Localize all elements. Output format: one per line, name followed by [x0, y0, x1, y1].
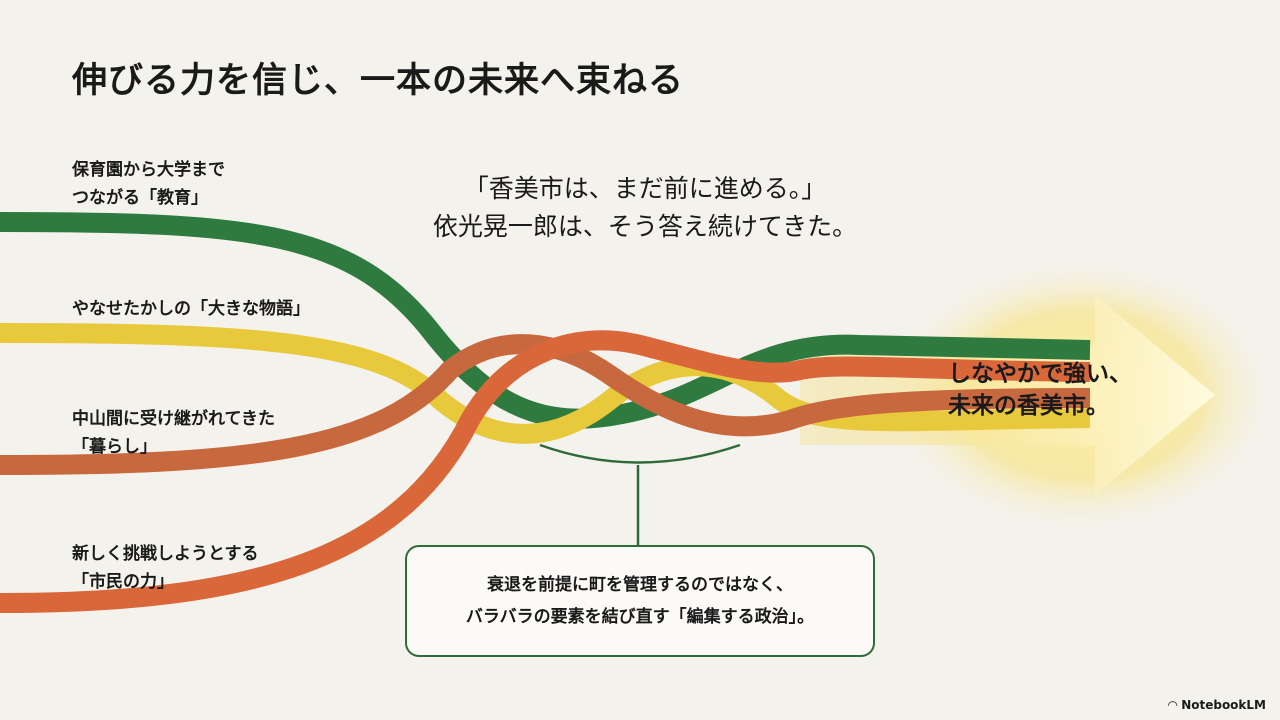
- strand-label-education: 保育園から大学まで つながる「教育」: [72, 156, 225, 212]
- goal-line: しなやかで強い、: [948, 361, 1132, 387]
- quote: 「香美市は、まだ前に進める。」 依光晃一郎は、そう答え続けてきた。: [395, 170, 895, 246]
- label-line: 新しく挑戦しようとする: [72, 544, 259, 564]
- notebooklm-logo-icon: ◠: [1167, 698, 1178, 712]
- label-line: 保育園から大学まで: [72, 160, 225, 180]
- callout-line: 衰退を前提に町を管理するのではなく、: [487, 575, 793, 595]
- label-line: 「市民の力」: [72, 572, 174, 592]
- strand-life: [0, 334, 1091, 475]
- strand-citizens: [0, 330, 1091, 613]
- label-line: やなせたかしの「大きな物語」: [72, 299, 310, 319]
- page-title: 伸びる力を信じ、一本の未来へ束ねる: [72, 61, 685, 101]
- label-line: 中山間に受け継がれてきた: [72, 409, 275, 429]
- brand-name: NotebookLM: [1181, 698, 1266, 712]
- goal-text: しなやかで強い、 未来の香美市。: [948, 358, 1132, 422]
- strand-label-citizens: 新しく挑戦しようとする 「市民の力」: [72, 540, 259, 596]
- label-line: 「暮らし」: [72, 437, 157, 457]
- quote-line: 「香美市は、まだ前に進める。」: [463, 174, 827, 203]
- callout-line: バラバラの要素を結び直す「編集する政治」。: [465, 607, 815, 627]
- strand-label-life: 中山間に受け継がれてきた 「暮らし」: [72, 405, 275, 461]
- quote-line: 依光晃一郎は、そう答え続けてきた。: [432, 212, 858, 241]
- brand-watermark: ◠ NotebookLM: [1168, 698, 1266, 712]
- callout-connector: [539, 443, 741, 545]
- label-line: つながる「教育」: [72, 188, 208, 208]
- goal-line: 未来の香美市。: [948, 393, 1109, 419]
- callout-box: 衰退を前提に町を管理するのではなく、 バラバラの要素を結び直す「編集する政治」。: [405, 545, 875, 657]
- strand-label-story: やなせたかしの「大きな物語」: [72, 295, 310, 323]
